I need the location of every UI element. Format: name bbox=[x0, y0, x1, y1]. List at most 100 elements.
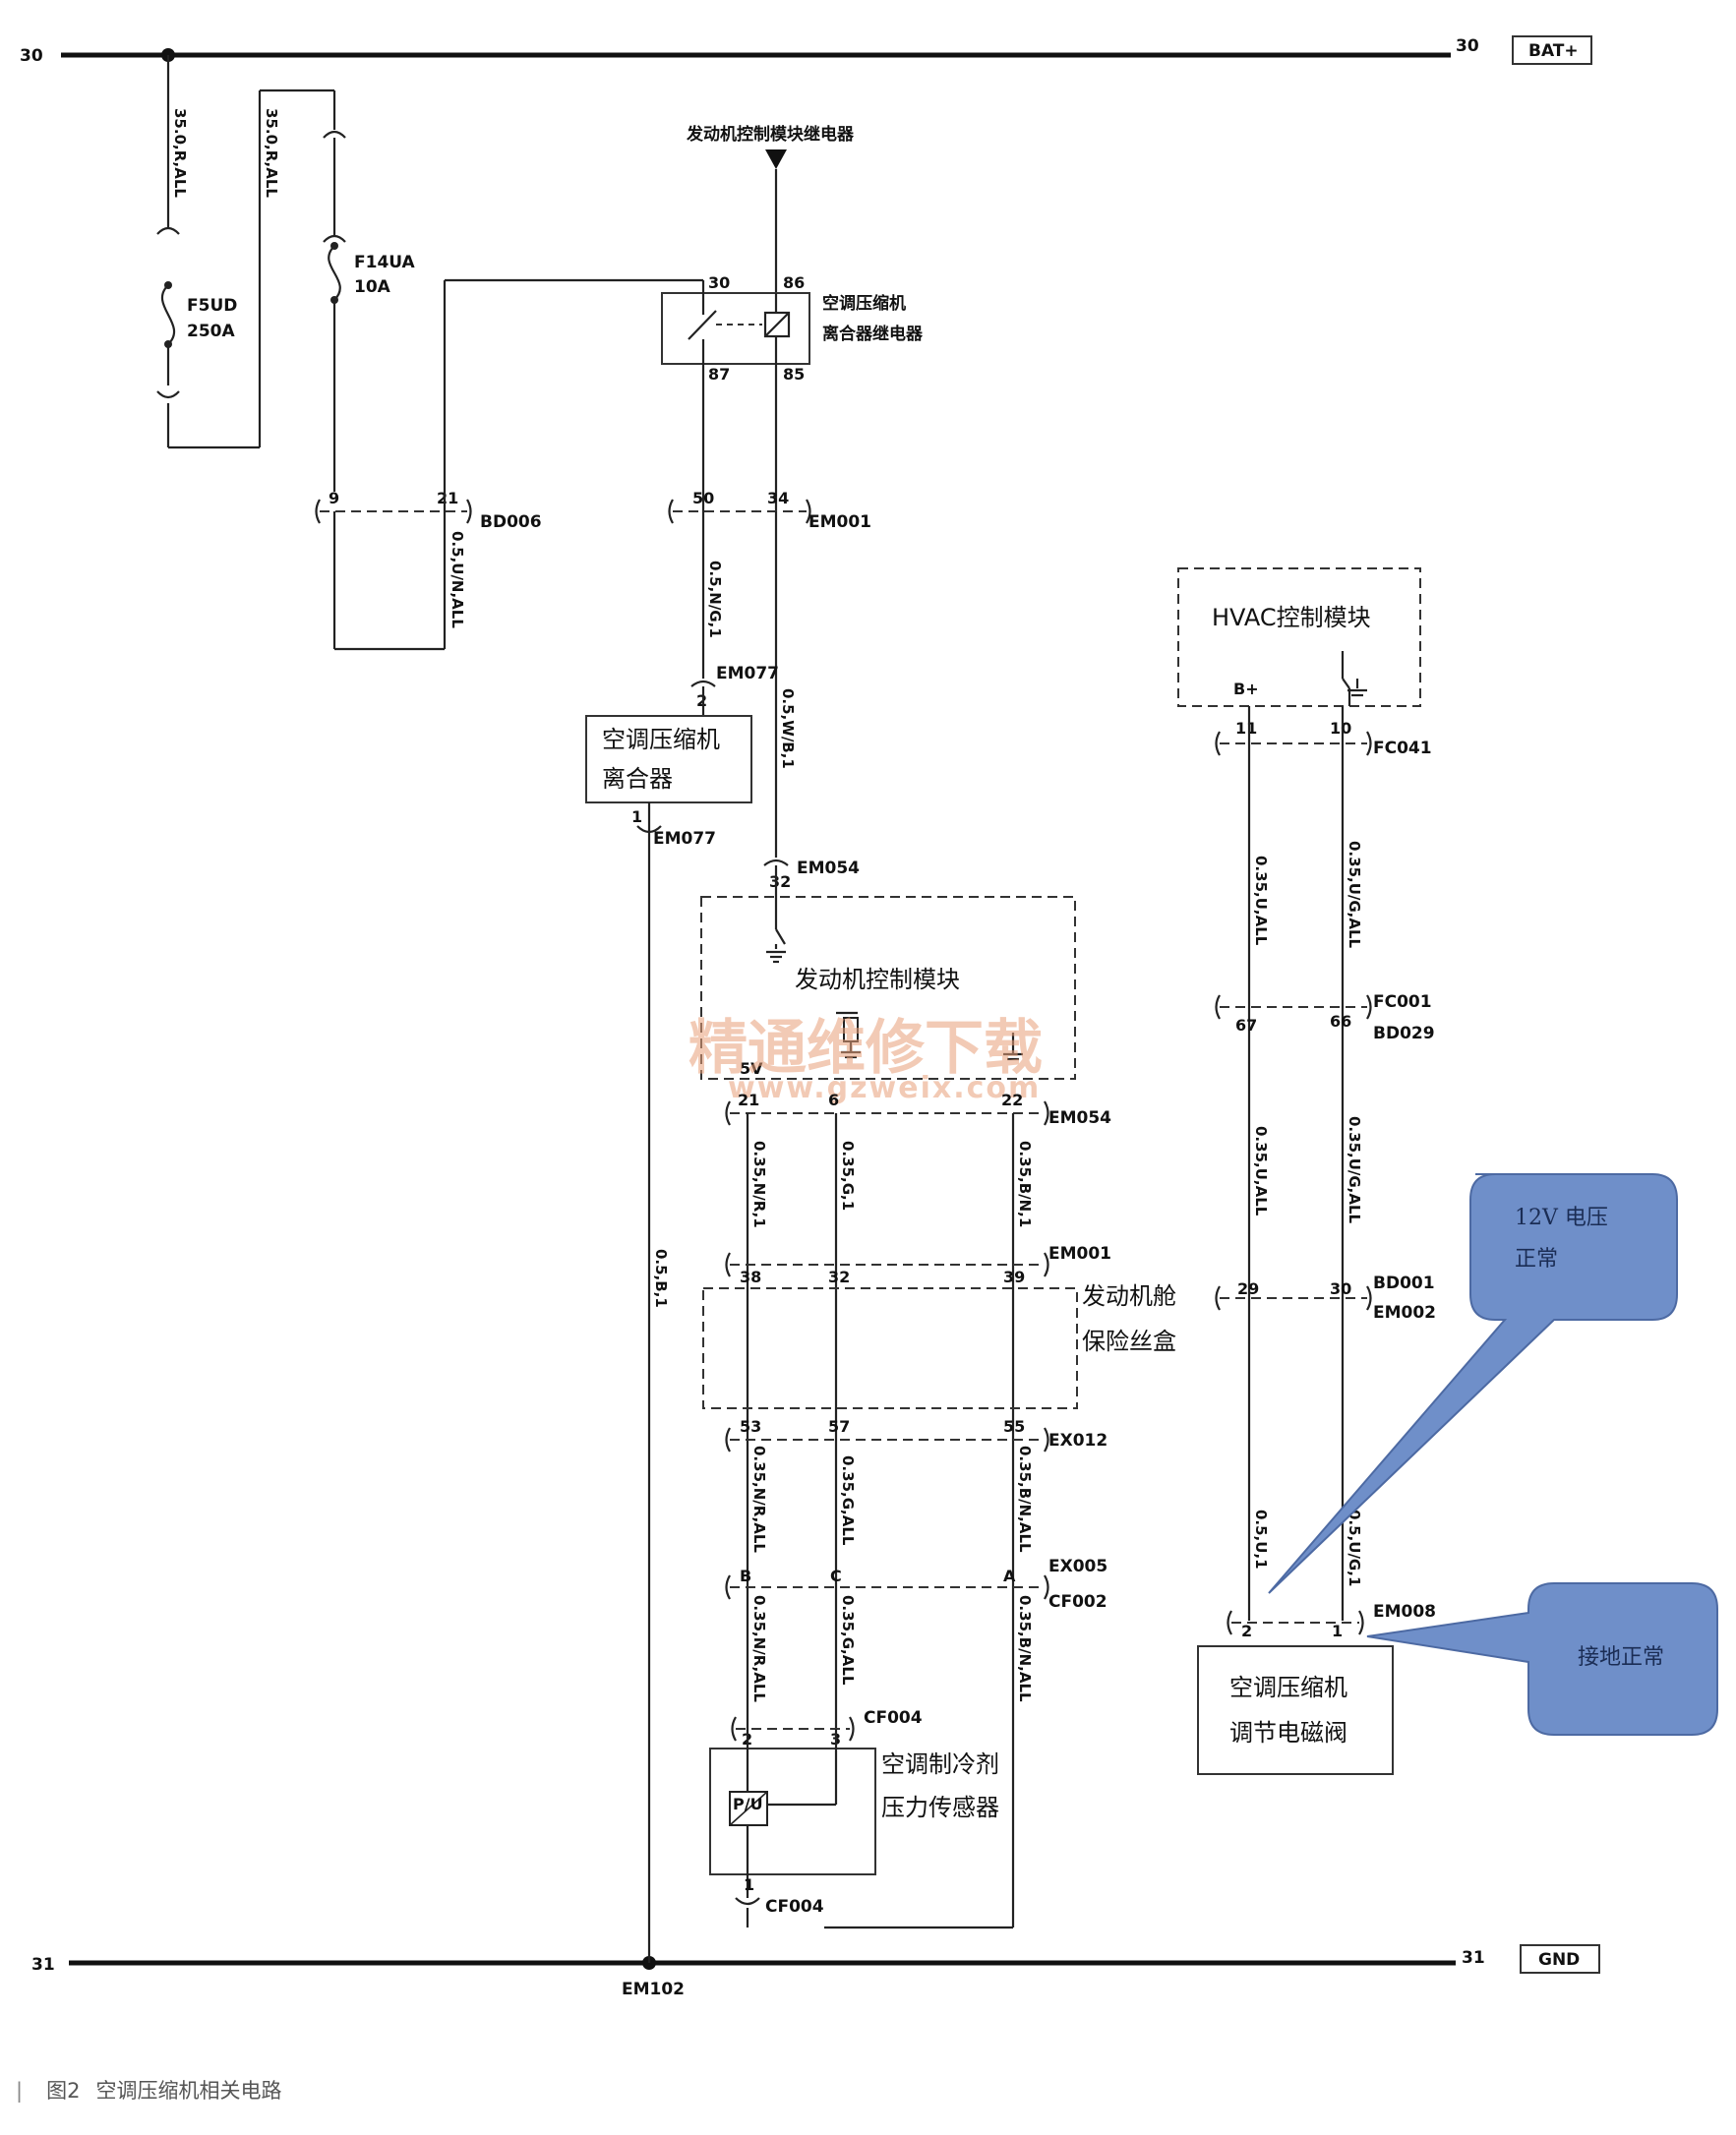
cf004-bottom-label: CF004 bbox=[765, 1897, 824, 1917]
wire-label-ecm85: 0.5,W/B,1 bbox=[779, 688, 797, 769]
em077-bottom-label: EM077 bbox=[653, 829, 716, 849]
engine-control-module: EM054 32 发动机控制模块 5V bbox=[700, 859, 1076, 1080]
ex005-label: EX005 bbox=[1048, 1557, 1107, 1576]
bus-30-right-label: 30 bbox=[1456, 36, 1479, 56]
bus-31-right-label: 31 bbox=[1462, 1948, 1485, 1968]
sensor-wires: 0.35,N/R,1 0.35,G,1 0.35,B/N,1 0.35,N/R,… bbox=[746, 1113, 1034, 1929]
pin-30: 30 bbox=[1330, 1279, 1351, 1298]
em002-label: EM002 bbox=[1373, 1303, 1436, 1323]
clutch-label-line2: 离合器 bbox=[602, 765, 673, 793]
em077-pin-1: 1 bbox=[631, 807, 642, 826]
wire-label-hv5: 0.5,U,1 bbox=[1252, 1510, 1270, 1570]
callout-voltage-line1: 12V 电压 bbox=[1515, 1206, 1608, 1230]
bus-30: 30 30 BAT+ bbox=[20, 35, 1592, 66]
wire-label-ground: 0.5,B,1 bbox=[652, 1249, 670, 1308]
compressor-control-valve: 2 1 EM008 空调压缩机 调节电磁阀 bbox=[1197, 1602, 1436, 1775]
wire-label-w4: 0.35,N/R,ALL bbox=[750, 1446, 768, 1553]
watermark-cn: 精通维修下载 bbox=[688, 1014, 1043, 1083]
caption-bar: | bbox=[16, 2079, 24, 2103]
bd006-label: BD006 bbox=[480, 512, 542, 532]
relay-label-line2: 离合器继电器 bbox=[822, 324, 924, 344]
em001-pin-32: 32 bbox=[828, 1268, 850, 1286]
fuse-f5ud-name: F5UD bbox=[187, 296, 237, 316]
wire-label-w6: 0.35,B/N,ALL bbox=[1016, 1446, 1034, 1553]
ex012-pin-57: 57 bbox=[828, 1417, 850, 1436]
connector-em054-bottom: 21 6 22 EM054 bbox=[725, 1091, 1111, 1128]
fuse-f14ua-circuit: F14UA 10A bbox=[323, 90, 416, 492]
pin-29: 29 bbox=[1237, 1279, 1259, 1298]
wire-label-w3: 0.35,B/N,1 bbox=[1016, 1141, 1034, 1227]
wire-label-hv1: 0.35,U,ALL bbox=[1252, 856, 1270, 946]
em001-mid-label: EM001 bbox=[1048, 1244, 1111, 1264]
em054-pin-21: 21 bbox=[738, 1091, 759, 1109]
callout-ground-text: 接地正常 bbox=[1578, 1645, 1664, 1670]
connector-em001-top: 50 34 EM001 0.5,N/G,1 0.5,W/B,1 bbox=[668, 489, 871, 858]
sensor-label-line1: 空调制冷剂 bbox=[881, 1750, 999, 1778]
sensor-label-line2: 压力传感器 bbox=[881, 1794, 999, 1821]
callout-voltage-line2: 正常 bbox=[1515, 1247, 1558, 1272]
callout-voltage: 12V 电压 正常 bbox=[1268, 1173, 1678, 1594]
bd006-pin-9: 9 bbox=[329, 489, 339, 507]
relay-pin-30: 30 bbox=[708, 273, 730, 292]
connector-em001-mid: EM001 38 32 39 bbox=[725, 1244, 1111, 1286]
valve-label-line2: 调节电磁阀 bbox=[1229, 1719, 1347, 1747]
fusebox-label-line2: 保险丝盒 bbox=[1082, 1328, 1176, 1355]
wire-label-w2: 0.35,G,1 bbox=[839, 1141, 857, 1211]
relay-pin-86: 86 bbox=[783, 273, 805, 292]
em054-pin-6: 6 bbox=[828, 1091, 839, 1109]
cf002-label: CF002 bbox=[1048, 1592, 1107, 1612]
pin-66: 66 bbox=[1330, 1012, 1351, 1031]
caption-number: 图2 bbox=[46, 2079, 81, 2103]
ex012-pin-55: 55 bbox=[1003, 1417, 1025, 1436]
wire-label-w1: 0.35,N/R,1 bbox=[750, 1141, 768, 1228]
em008-label: EM008 bbox=[1373, 1602, 1436, 1622]
hvac-bplus-label: B+ bbox=[1233, 680, 1259, 698]
hvac-control-module: HVAC控制模块 B+ bbox=[1177, 567, 1421, 707]
relay-pin-87: 87 bbox=[708, 365, 730, 384]
em054-pin-22: 22 bbox=[1001, 1091, 1023, 1109]
ecm-5v-label: 5V bbox=[740, 1059, 763, 1078]
connector-ex005-cf002: B C A EX005 CF002 bbox=[725, 1557, 1107, 1612]
gnd-label: GND bbox=[1538, 1950, 1580, 1970]
hvac-wires: 0.35,U,ALL 0.35,U/G,ALL 0.35,U,ALL 0.35,… bbox=[1247, 706, 1363, 1621]
hvac-label: HVAC控制模块 bbox=[1212, 604, 1371, 631]
connector-fc001-bd029: 67 66 FC001 BD029 bbox=[1215, 992, 1435, 1043]
wire-label-hv2: 0.35,U/G,ALL bbox=[1346, 841, 1363, 949]
watermark: 精通维修下载 www.gzweix.com bbox=[688, 1014, 1043, 1105]
em054-pin-32: 32 bbox=[769, 872, 791, 891]
wire-label-clutch: 0.5,N/G,1 bbox=[706, 561, 724, 638]
engine-fuse-box: 发动机舱 保险丝盒 bbox=[702, 1282, 1176, 1409]
ex012-label: EX012 bbox=[1048, 1431, 1107, 1451]
wire-label-w8: 0.35,G,ALL bbox=[839, 1595, 857, 1686]
pressure-sensor: 2 3 CF004 P/U 空调制冷剂 压力传感器 1 CF004 bbox=[709, 1708, 999, 1927]
cf004-top-label: CF004 bbox=[864, 1708, 923, 1728]
em008-pin-1: 1 bbox=[1332, 1622, 1343, 1640]
wire-label-w9: 0.35,B/N,ALL bbox=[1016, 1595, 1034, 1702]
compressor-clutch: 2 EM077 空调压缩机 离合器 1 EM077 0.5,B,1 bbox=[585, 664, 779, 1963]
source-arrow-icon bbox=[765, 149, 787, 169]
fc041-label: FC041 bbox=[1373, 739, 1432, 758]
bus-31: 31 31 GND EM102 bbox=[31, 1944, 1600, 1999]
fc001-label: FC001 bbox=[1373, 992, 1432, 1012]
bd001-label: BD001 bbox=[1373, 1274, 1435, 1293]
wire-label-w5: 0.35,G,ALL bbox=[839, 1455, 857, 1546]
callout-ground: 接地正常 bbox=[1366, 1582, 1718, 1736]
bus-31-left-label: 31 bbox=[31, 1955, 55, 1975]
pin-67: 67 bbox=[1235, 1016, 1257, 1035]
ecm-label: 发动机控制模块 bbox=[795, 966, 960, 993]
em008-pin-2: 2 bbox=[1241, 1622, 1252, 1640]
em077-pin-2: 2 bbox=[696, 691, 707, 710]
em054-top-label: EM054 bbox=[797, 859, 860, 878]
wire-label-hv3: 0.35,U,ALL bbox=[1252, 1126, 1270, 1216]
caption-text: 空调压缩机相关电路 bbox=[95, 2079, 282, 2103]
connector-ex012: 53 57 55 EX012 bbox=[725, 1417, 1107, 1453]
em077-top-label: EM077 bbox=[716, 664, 779, 683]
fuse-f14ua-rating: 10A bbox=[354, 277, 391, 297]
em001-pin-39: 39 bbox=[1003, 1268, 1025, 1286]
sensor-symbol: P/U bbox=[733, 1795, 763, 1813]
wire-label-hv4: 0.35,U/G,ALL bbox=[1346, 1116, 1363, 1224]
cf004-pin-1: 1 bbox=[744, 1875, 754, 1894]
clutch-relay: 发动机控制模块继电器 30 86 87 85 空调压缩机 离合器继电器 bbox=[661, 124, 924, 511]
fc041-pin-11: 11 bbox=[1235, 719, 1257, 738]
